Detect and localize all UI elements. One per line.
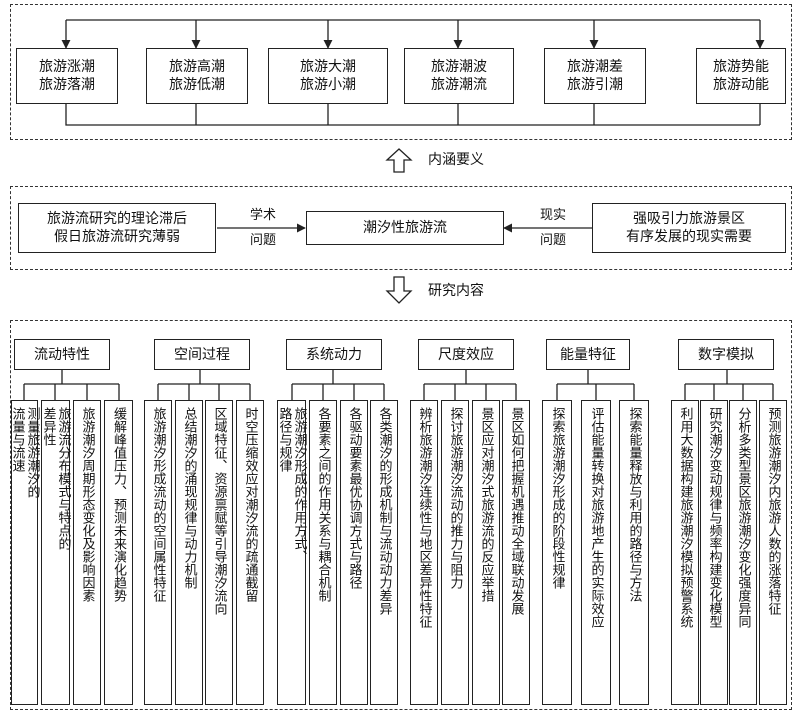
scale-item-2: 探讨旅游潮汐流动的推力与阻力 bbox=[441, 400, 469, 705]
dynamics-item-2: 各要素之间的作用关系与耦合机制 bbox=[309, 400, 337, 705]
academic-problem-box: 旅游流研究的理论滞后假日旅游流研究薄弱 bbox=[18, 203, 216, 253]
hollow-arrow-down bbox=[385, 276, 413, 304]
group-header-spatial-process: 空间过程 bbox=[154, 339, 250, 370]
dynamics-item-4: 各类潮汐的形成机制与流动动力差异 bbox=[370, 400, 398, 705]
dynamics-item-3: 各驱动要素最优协调方式与路径 bbox=[340, 400, 368, 705]
dynamics-item-1: 旅游潮汐形成的作用方式、路径与规律 bbox=[277, 400, 307, 705]
group-header-energy-features: 能量特征 bbox=[546, 339, 630, 370]
group-header-flow-characteristics: 流动特性 bbox=[14, 339, 110, 370]
energy-item-3: 探索能量释放与利用的路径与方法 bbox=[619, 400, 649, 705]
arrow-label-connotation: 内涵要义 bbox=[428, 152, 484, 168]
arrow-label-research-content: 研究内容 bbox=[428, 283, 484, 299]
academic-problem-label: 学术问题 bbox=[249, 208, 276, 248]
flow-item-4: 缓解峰值压力、预测未来演化趋势 bbox=[104, 400, 133, 705]
practical-problem-box: 强吸引力旅游景区有序发展的现实需要 bbox=[592, 203, 786, 253]
digital-item-4: 预测旅游潮汐内旅游人数的涨落特征 bbox=[759, 400, 787, 705]
group-header-digital-simulation: 数字模拟 bbox=[678, 339, 774, 370]
digital-item-1: 利用大数据构建旅游潮汐模拟预警系统 bbox=[671, 400, 699, 705]
flow-item-3: 旅游潮汐周期形态变化及影响因素 bbox=[73, 400, 101, 705]
flow-item-2: 旅游流分布模式与特点的差异性 bbox=[41, 400, 71, 705]
spatial-item-2: 总结潮汐的涌现规律与动力机制 bbox=[175, 400, 203, 705]
scale-item-4: 景区如何把握机遇推动全域联动发展 bbox=[502, 400, 530, 705]
top-box-2: 旅游高潮旅游低潮 bbox=[146, 48, 248, 104]
digital-item-2: 研究潮汐变动规律与频率构建变化模型 bbox=[700, 400, 728, 705]
top-box-5: 旅游潮差旅游引潮 bbox=[544, 48, 646, 104]
group-header-scale-effect: 尺度效应 bbox=[418, 339, 514, 370]
top-box-1: 旅游涨潮旅游落潮 bbox=[16, 48, 118, 104]
center-topic-box: 潮汐性旅游流 bbox=[306, 211, 504, 245]
scale-item-1: 辨析旅游潮汐连续性与地区差异性特征 bbox=[410, 400, 438, 705]
flow-item-1: 测量旅游潮汐的流量与流速 bbox=[10, 400, 40, 705]
bottom-section bbox=[10, 320, 792, 710]
practical-problem-label: 现实问题 bbox=[539, 208, 566, 248]
energy-item-1: 探索旅游潮汐形成的阶段性规律 bbox=[542, 400, 572, 705]
spatial-item-3: 区域特征、资源禀赋等引导潮汐流向 bbox=[205, 400, 233, 705]
energy-item-2: 评估能量转换对旅游地产生的实际效应 bbox=[581, 400, 611, 705]
group-header-system-dynamics: 系统动力 bbox=[286, 339, 382, 370]
digital-item-3: 分析多类型景区旅游潮汐变化强度异同 bbox=[729, 400, 757, 705]
top-box-3: 旅游大潮旅游小潮 bbox=[268, 48, 388, 104]
spatial-item-4: 时空压缩效应对潮汐流的疏通截留 bbox=[236, 400, 264, 705]
spatial-item-1: 旅游潮汐形成流动的空间属性特征 bbox=[144, 400, 172, 705]
scale-item-3: 景区应对潮汐式旅游流的反应举措 bbox=[472, 400, 500, 705]
top-section bbox=[10, 4, 792, 140]
middle-section bbox=[10, 186, 792, 270]
hollow-arrow-up bbox=[385, 148, 413, 173]
top-box-4: 旅游潮波旅游潮流 bbox=[404, 48, 514, 104]
top-box-6: 旅游势能旅游动能 bbox=[696, 48, 786, 104]
